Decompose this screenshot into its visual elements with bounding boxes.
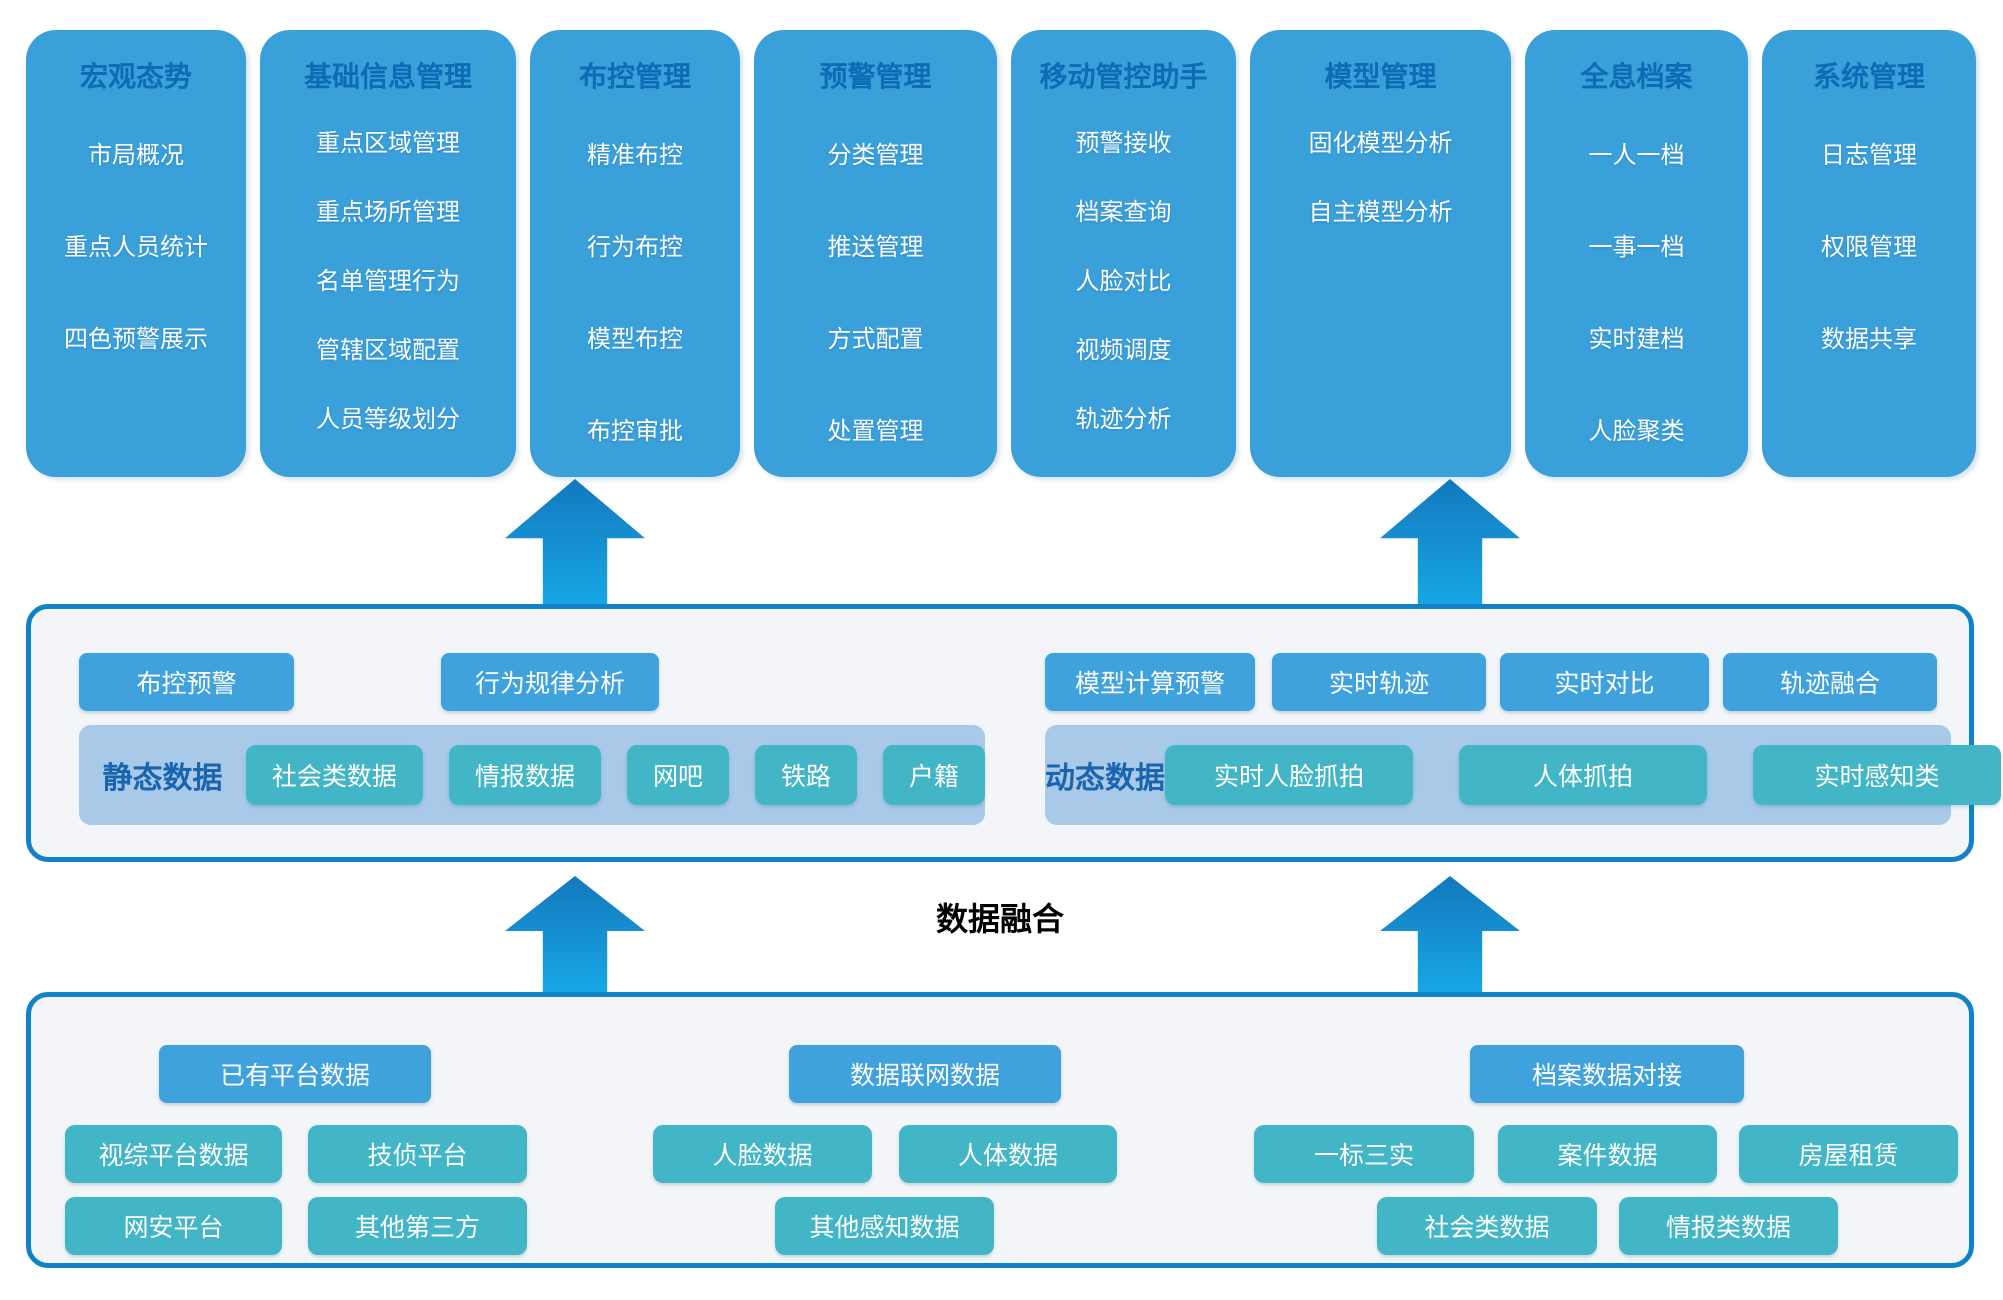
fusion-label: 数据融合 (935, 901, 1064, 937)
module-title: 移动管控助手 (1039, 61, 1208, 92)
module-card-holographic-archive: 全息档案 一人一档 一事一档 实时建档 人脸聚类 (1525, 30, 1748, 477)
data-chip: 人脸数据 (653, 1125, 872, 1183)
module-item: 重点人员统计 (64, 233, 208, 261)
data-chip: 其他感知数据 (775, 1197, 994, 1255)
module-card-system-mgmt: 系统管理 日志管理 权限管理 数据共享 (1762, 30, 1976, 477)
dynamic-data-label: 动态数据 (1045, 762, 1165, 795)
data-chip: 社会类数据 (245, 745, 423, 805)
module-item: 模型布控 (587, 325, 683, 353)
data-group-header: 数据联网数据 (789, 1045, 1061, 1103)
module-title: 模型管理 (1324, 61, 1437, 92)
data-chip: 情报类数据 (1619, 1197, 1838, 1255)
module-title: 布控管理 (578, 61, 691, 92)
dynamic-data-panel: 动态数据 实时人脸抓拍 人体抓拍 实时感知类 (1045, 725, 2001, 825)
data-chip: 网安平台 (65, 1197, 282, 1255)
module-title: 宏观态势 (79, 61, 192, 92)
data-chip: 户籍 (882, 745, 985, 805)
module-card-model-mgmt: 模型管理 固化模型分析 自主模型分析 (1250, 30, 1511, 477)
module-item: 处置管理 (827, 417, 924, 445)
module-title: 系统管理 (1812, 61, 1925, 92)
analysis-button: 实时轨迹 (1272, 653, 1486, 711)
analysis-layer-box: 布控预警 行为规律分析 静态数据 社会类数据 情报数据 网吧 铁路 户籍 模型计… (26, 604, 2001, 862)
module-item: 数据共享 (1821, 325, 1917, 353)
module-item: 人脸聚类 (1588, 417, 1685, 445)
data-chip: 社会类数据 (1377, 1197, 1597, 1255)
module-title: 基础信息管理 (303, 61, 472, 92)
module-item: 行为布控 (587, 233, 683, 261)
data-chip: 房屋租赁 (1739, 1125, 1958, 1183)
module-item: 四色预警展示 (64, 325, 208, 353)
data-chip: 视综平台数据 (65, 1125, 282, 1183)
module-item: 重点区域管理 (316, 130, 460, 157)
data-chip: 实时人脸抓拍 (1165, 745, 1413, 805)
data-chip: 铁路 (754, 745, 857, 805)
data-group-header: 档案数据对接 (1470, 1045, 1744, 1103)
module-card-basic-info: 基础信息管理 重点区域管理 重点场所管理 名单管理行为 管辖区域配置 人员等级划… (260, 30, 516, 477)
module-title: 全息档案 (1580, 61, 1693, 92)
data-group-header: 已有平台数据 (159, 1045, 431, 1103)
module-item: 档案查询 (1075, 199, 1172, 226)
module-title: 预警管理 (819, 61, 932, 92)
module-item: 分类管理 (827, 141, 924, 169)
data-chip: 人体数据 (899, 1125, 1117, 1183)
module-item: 精准布控 (587, 141, 683, 169)
module-item: 一人一档 (1588, 141, 1685, 169)
module-item: 固化模型分析 (1308, 130, 1453, 157)
analysis-button: 实时对比 (1500, 653, 1709, 711)
data-chip: 人体抓拍 (1459, 745, 1707, 805)
module-card-macro-situation: 宏观态势 市局概况 重点人员统计 四色预警展示 (26, 30, 246, 477)
module-card-surveillance: 布控管理 精准布控 行为布控 模型布控 布控审批 (530, 30, 740, 477)
data-chip: 网吧 (626, 745, 729, 805)
module-item: 布控审批 (587, 417, 683, 445)
static-data-label: 静态数据 (102, 762, 223, 795)
up-arrow-icon (1380, 876, 1520, 993)
module-item: 方式配置 (827, 325, 924, 353)
module-item: 权限管理 (1821, 233, 1917, 261)
module-item: 管辖区域配置 (316, 337, 460, 364)
data-chip: 一标三实 (1254, 1125, 1474, 1183)
data-chip: 其他第三方 (308, 1197, 527, 1255)
module-item: 市局概况 (88, 141, 184, 169)
module-item: 推送管理 (827, 233, 924, 261)
module-item: 名单管理行为 (316, 268, 460, 295)
module-item: 日志管理 (1821, 141, 1917, 169)
data-chip: 实时感知类 (1753, 745, 2001, 805)
module-item: 重点场所管理 (316, 199, 460, 226)
module-item: 预警接收 (1075, 130, 1172, 157)
top-modules-row: 宏观态势 市局概况 重点人员统计 四色预警展示 基础信息管理 重点区域管理 重点… (26, 30, 1976, 477)
up-arrow-icon (505, 479, 645, 605)
module-item: 轨迹分析 (1075, 406, 1172, 433)
module-item: 人脸对比 (1075, 268, 1172, 295)
analysis-button: 模型计算预警 (1045, 653, 1255, 711)
analysis-button: 轨迹融合 (1723, 653, 1937, 711)
module-item: 人员等级划分 (316, 406, 460, 433)
data-chip: 情报数据 (448, 745, 601, 805)
up-arrow-icon (1380, 479, 1520, 605)
up-arrow-icon (505, 876, 645, 993)
analysis-button: 行为规律分析 (441, 653, 659, 711)
module-item: 实时建档 (1588, 325, 1685, 353)
data-chip: 技侦平台 (308, 1125, 527, 1183)
static-data-panel: 静态数据 社会类数据 情报数据 网吧 铁路 户籍 (79, 725, 985, 825)
analysis-button: 布控预警 (79, 653, 294, 711)
module-item: 自主模型分析 (1308, 199, 1453, 226)
module-card-alert-mgmt: 预警管理 分类管理 推送管理 方式配置 处置管理 (754, 30, 997, 477)
data-chip: 案件数据 (1498, 1125, 1717, 1183)
data-layer-box: 已有平台数据 视综平台数据 技侦平台 网安平台 其他第三方 数据联网数据 人脸数… (26, 992, 1974, 1268)
module-item: 一事一档 (1588, 233, 1685, 261)
module-card-mobile-assistant: 移动管控助手 预警接收 档案查询 人脸对比 视频调度 轨迹分析 (1011, 30, 1236, 477)
module-item: 视频调度 (1075, 337, 1172, 364)
